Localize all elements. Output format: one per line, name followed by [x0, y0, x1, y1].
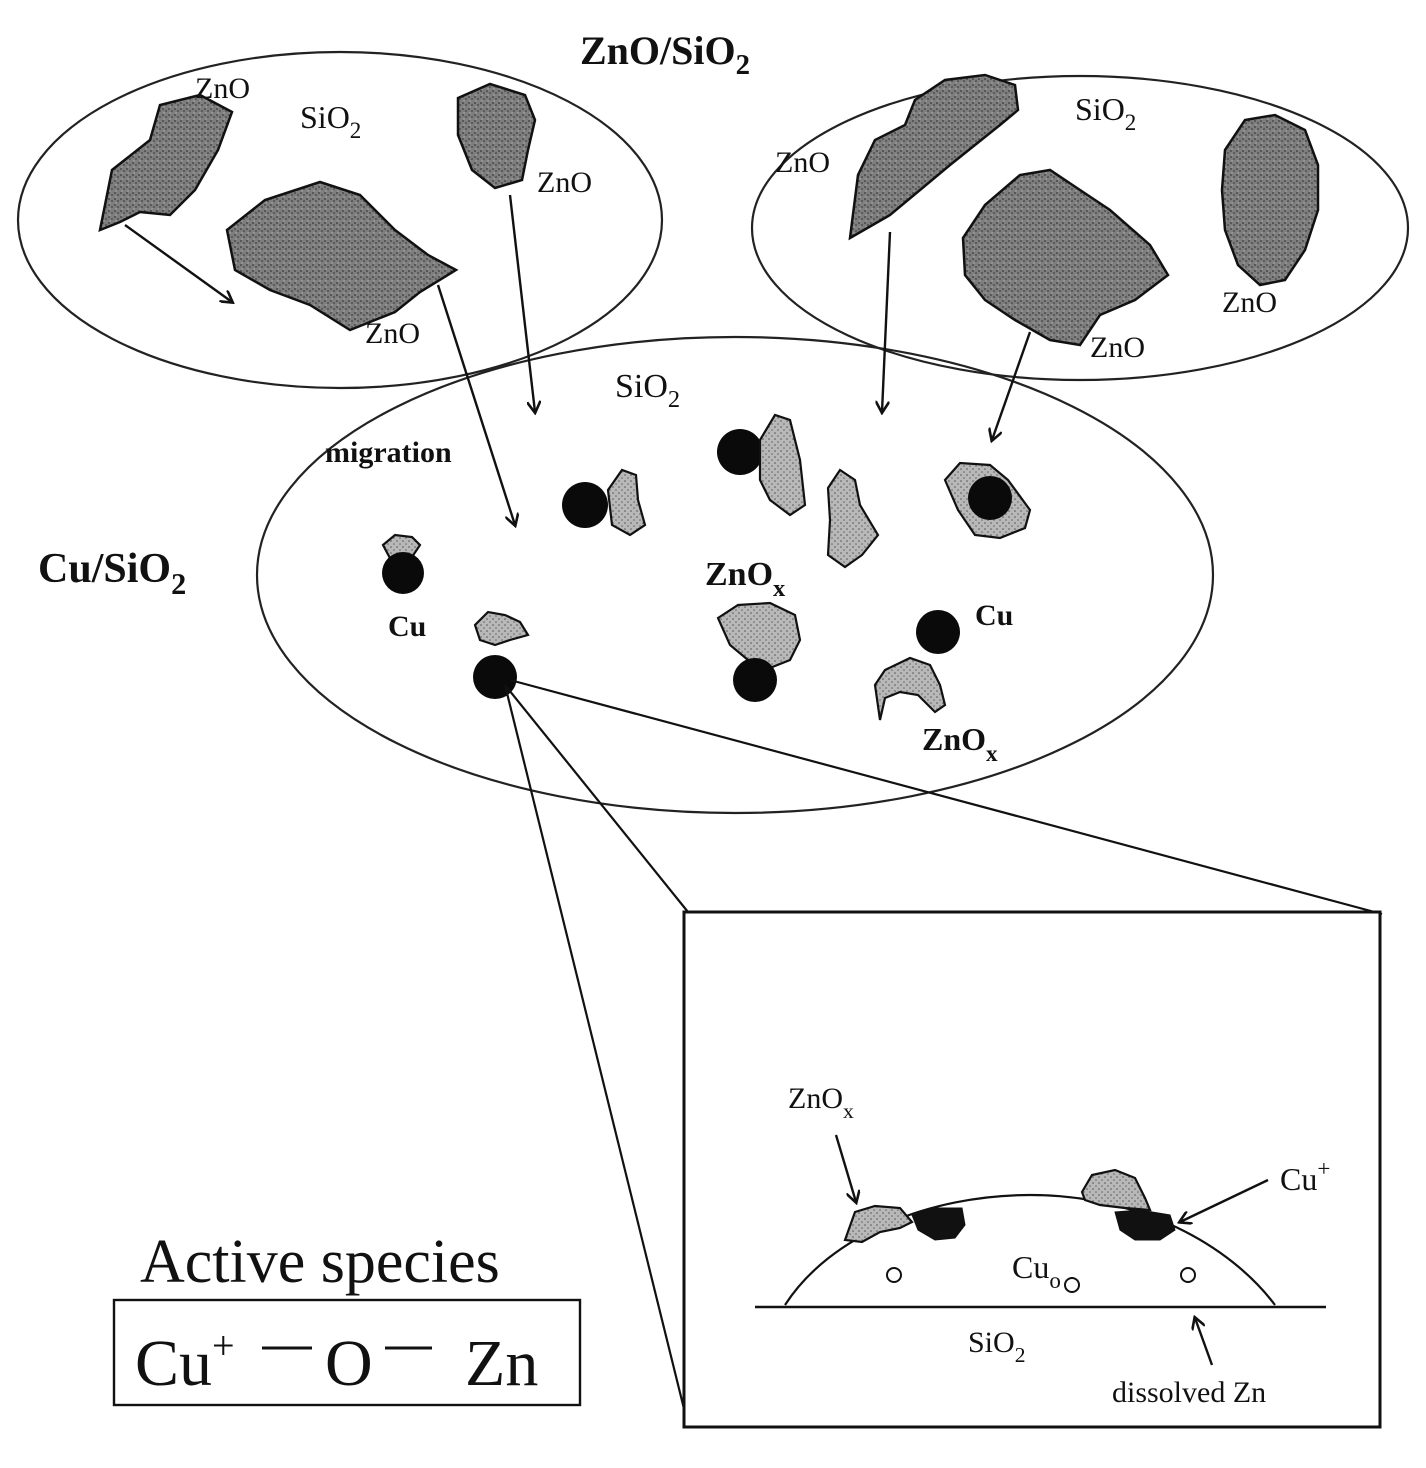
znox-particle-7 — [873, 656, 947, 721]
inset-dissolved-zn-1 — [886, 1267, 902, 1283]
zno-sio2-title: ZnO/SiO2 — [580, 28, 750, 81]
active-species-o: O — [325, 1327, 373, 1400]
inset-dissolved-zn-label: dissolved Zn — [1112, 1376, 1266, 1409]
inset-cu-plus-arrow — [1180, 1178, 1269, 1222]
inset-dissolved-zn-2 — [1064, 1277, 1080, 1293]
active-species-zn: Zn — [465, 1327, 538, 1400]
right-zno-label-3: ZnO — [1090, 331, 1145, 364]
active-species-cu: Cu+ — [135, 1323, 235, 1400]
zno-particle-right-3 — [1220, 113, 1320, 287]
arrow-left-migration-1 — [436, 284, 515, 525]
inset-dissolved-zn-arrow — [1195, 1318, 1214, 1366]
arrow-right-migration-2 — [992, 331, 1032, 440]
cu-left-label: Cu — [388, 610, 426, 643]
znox-particle-4 — [826, 468, 880, 569]
znox-particle-2 — [606, 468, 647, 537]
zoom-line-lower — [503, 684, 690, 1426]
right-sio2-label: SiO2 — [1075, 91, 1136, 135]
cu-sio2-ellipse — [255, 335, 1215, 815]
left-sio2-label: SiO2 — [300, 99, 361, 143]
bottom-sio2-label: SiO2 — [615, 368, 680, 413]
right-zno-sio2-ellipse — [750, 74, 1410, 382]
cu-particle-5 — [968, 476, 1012, 520]
left-zno-sio2-ellipse — [16, 50, 664, 390]
inset-cu-plus-right — [1114, 1209, 1176, 1241]
cu-particle-right — [916, 610, 960, 654]
cu-particle-left — [382, 552, 424, 594]
zno-particle-left-3 — [456, 82, 537, 190]
zoom-line-middle — [504, 684, 689, 913]
arrow-left-particle-internal — [124, 224, 232, 302]
active-species-heading: Active species — [140, 1228, 500, 1296]
zno-particle-right-1 — [848, 73, 1020, 241]
zoom-inset-box — [682, 910, 1382, 1429]
migration-label: migration — [325, 436, 452, 469]
cu-right-label: Cu — [975, 599, 1013, 632]
inset-znox-left — [843, 1204, 914, 1244]
zno-particle-right-2 — [961, 168, 1170, 347]
arrow-left-migration-2 — [508, 194, 535, 412]
znox-center-label: ZnOx — [705, 556, 786, 602]
active-species-box — [112, 1298, 582, 1407]
left-zno-label-1: ZnO — [195, 72, 250, 105]
left-zno-label-2: ZnO — [537, 166, 592, 199]
inset-cu-plus-label: Cu+ — [1280, 1155, 1330, 1197]
arrow-right-migration-1 — [882, 231, 892, 412]
znox-lower-label: ZnOx — [922, 721, 998, 766]
inset-cu-plus-left — [911, 1207, 966, 1241]
left-zno-label-3: ZnO — [365, 317, 420, 350]
inset-znox-label: ZnOx — [788, 1082, 854, 1123]
inset-cu0-label: Cuo — [1012, 1249, 1061, 1293]
cu-particle-2 — [562, 482, 608, 528]
znox-particle-6 — [716, 601, 802, 670]
znox-particle-3 — [758, 413, 807, 517]
inset-znox-right — [1080, 1168, 1152, 1212]
cu-particle-6 — [733, 658, 777, 702]
right-zno-label-1: ZnO — [775, 146, 830, 179]
cu-sio2-label: Cu/SiO2 — [38, 546, 186, 601]
znox-particle-zoom — [473, 610, 530, 647]
cu-particle-3 — [717, 429, 763, 475]
inset-znox-arrow — [834, 1134, 856, 1202]
inset-sio2-label: SiO2 — [968, 1326, 1025, 1367]
right-zno-label-2: ZnO — [1222, 286, 1277, 319]
zno-particle-left-2 — [225, 180, 459, 332]
zoom-line-upper — [509, 678, 1383, 916]
zno-particle-left-1 — [98, 93, 234, 233]
inset-dissolved-zn-3 — [1180, 1267, 1196, 1283]
inset-cu-particle-outline — [784, 1193, 1276, 1306]
